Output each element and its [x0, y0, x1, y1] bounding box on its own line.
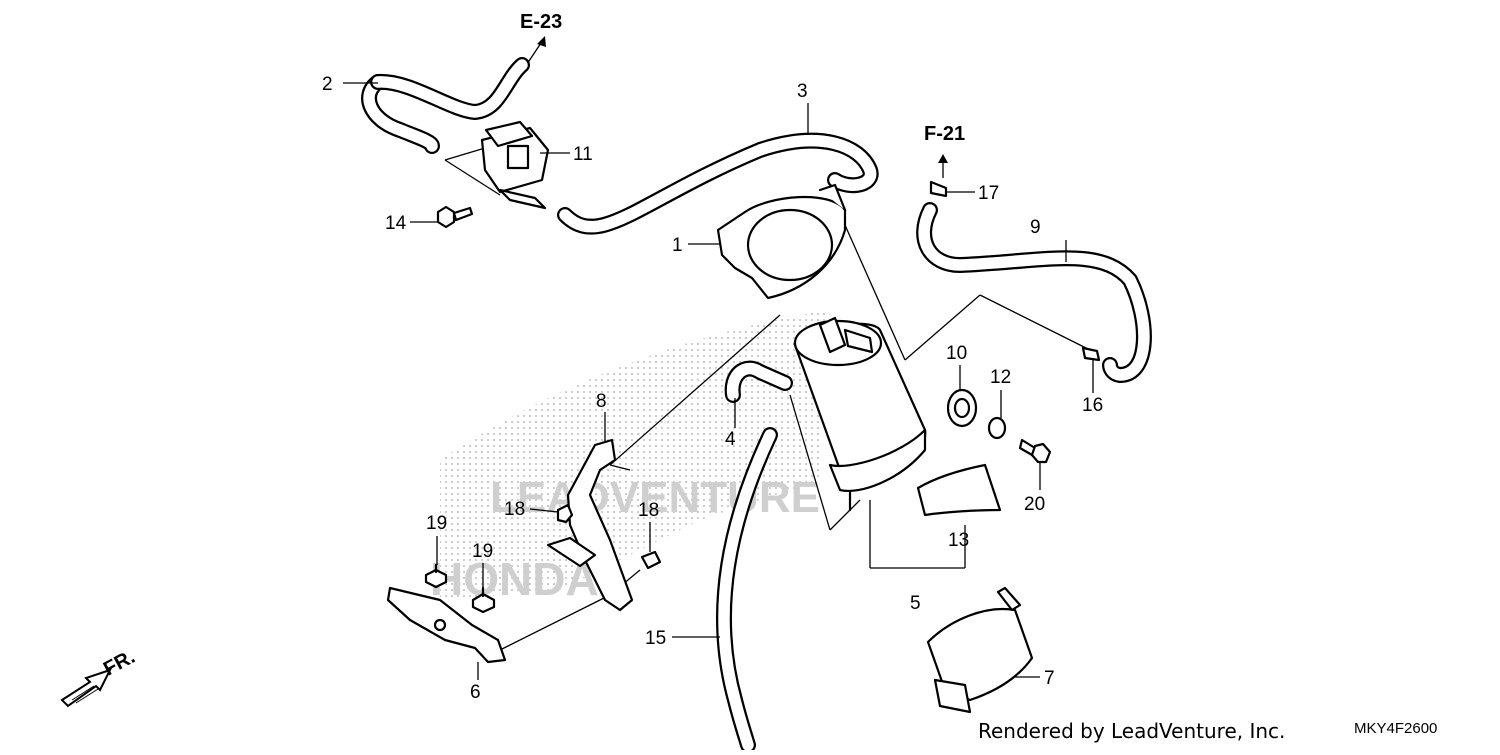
hose-4	[724, 360, 793, 403]
watermark-text-top: LEADVENTURE	[490, 473, 820, 522]
callout-15: 15	[645, 628, 666, 649]
callout-4: 4	[725, 429, 736, 450]
callout-3: 3	[797, 81, 808, 102]
callout-7: 7	[1044, 668, 1055, 689]
callout-12: 12	[990, 367, 1011, 388]
bolt-19b	[471, 586, 496, 614]
grommet-10	[946, 388, 978, 428]
guard-13	[916, 463, 1002, 517]
callout-13: 13	[948, 530, 969, 551]
bracket-6	[386, 586, 507, 664]
callout-1: 1	[672, 235, 683, 256]
bolt-18a	[556, 503, 574, 524]
charcoal-canister-5	[793, 224, 981, 512]
washer-12	[987, 416, 1007, 440]
callout-9: 9	[1030, 217, 1041, 238]
clip-17	[929, 180, 948, 198]
credit-text: Rendered by LeadVenture, Inc.	[978, 719, 1285, 743]
bolt-18b	[640, 550, 662, 570]
cover-7	[926, 586, 1034, 714]
diagram-code: MKY4F2600	[1354, 720, 1437, 737]
callout-8: 8	[596, 391, 607, 412]
clip-16	[1081, 346, 1101, 362]
callout-14: 14	[385, 213, 407, 234]
callout-18a: 18	[504, 499, 525, 520]
reference-e23-arrowhead	[537, 36, 546, 47]
bolt-14	[436, 205, 474, 229]
front-direction-arrow: FR.	[60, 646, 139, 708]
callout-17: 17	[978, 183, 999, 204]
callout-11: 11	[573, 144, 593, 165]
bolt-20	[1018, 438, 1052, 464]
callout-18b: 18	[638, 500, 659, 521]
callout-10: 10	[946, 343, 967, 364]
hose-15	[715, 427, 778, 753]
hose-2	[361, 57, 530, 154]
reference-e23: E-23	[520, 11, 562, 65]
callout-5: 5	[910, 593, 921, 614]
solenoid-valve-11	[444, 120, 550, 210]
callouts: 2 3 11 14 1 17 9 10 12 16 8 4 20 18 18 1…	[322, 74, 1103, 703]
watermark-text-bottom: HONDA	[430, 553, 599, 605]
clamp-bracket-1	[716, 183, 847, 300]
bracket-8	[546, 438, 634, 612]
reference-f21-label: F-21	[924, 123, 965, 145]
reference-e23-label: E-23	[520, 11, 562, 33]
callout-20: 20	[1024, 494, 1045, 515]
hose-3	[557, 132, 879, 235]
reference-f21: F-21	[924, 123, 965, 178]
callout-6: 6	[470, 682, 481, 703]
callout-2: 2	[322, 74, 333, 95]
callout-19b: 19	[472, 541, 493, 562]
callout-16: 16	[1082, 395, 1103, 416]
hose-9	[916, 202, 1152, 383]
bolt-19a	[424, 563, 448, 589]
callout-19a: 19	[426, 513, 447, 534]
